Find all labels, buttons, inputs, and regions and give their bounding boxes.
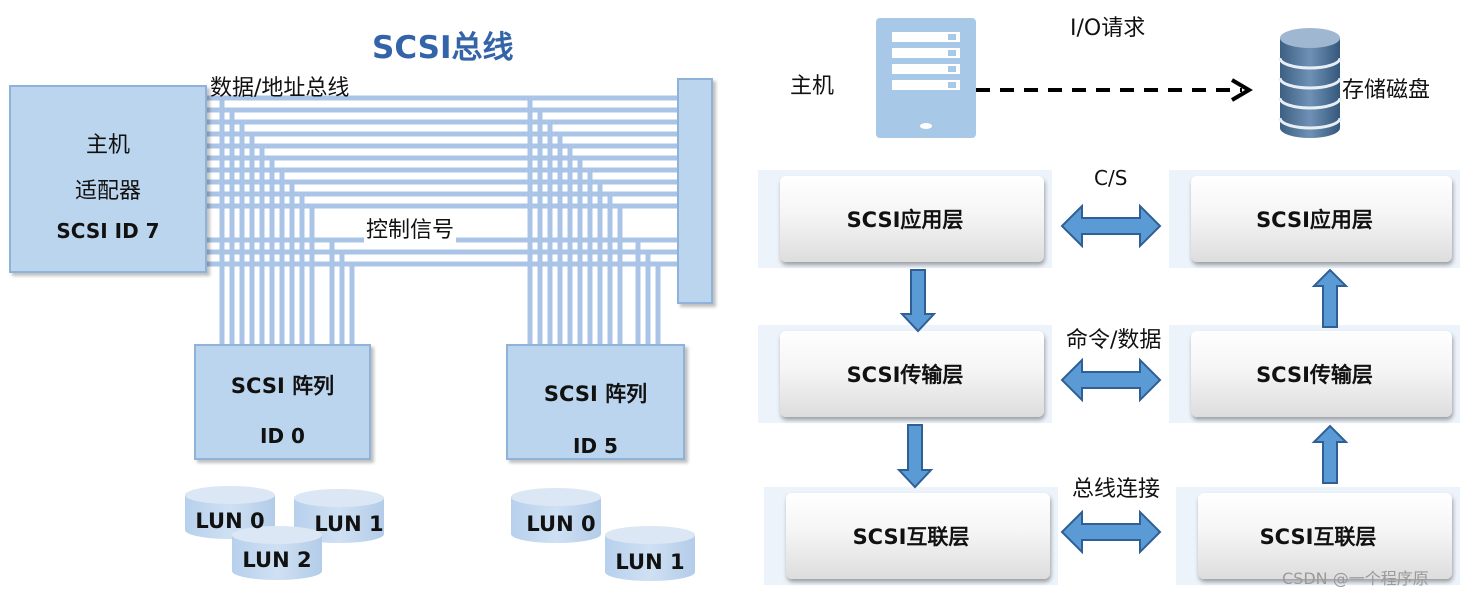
storage-disk-icon xyxy=(1278,28,1342,138)
io-request-label: I/O请求 xyxy=(1070,16,1146,41)
layer-label: SCSI应用层 xyxy=(846,208,964,232)
server-icon xyxy=(876,18,976,138)
layer-label: SCSI互联层 xyxy=(1259,525,1377,549)
lun-label: LUN 0 xyxy=(526,512,596,536)
array-2-name: SCSI 阵列 xyxy=(543,382,648,406)
array-2-id: ID 5 xyxy=(573,434,618,458)
watermark: CSDN @一个程序原 xyxy=(1282,569,1429,588)
double-arrow-icon xyxy=(1060,203,1162,249)
target-transport-layer: SCSI传输层 xyxy=(1169,325,1460,423)
command-data-label: 命令/数据 xyxy=(1066,328,1162,353)
scsi-array-1: SCSI 阵列 ID 0 xyxy=(194,344,371,460)
io-request-arrow xyxy=(976,78,1253,102)
layer-label: SCSI应用层 xyxy=(1256,208,1373,232)
bus-title: SCSI总线 xyxy=(372,30,514,66)
target-application-layer: SCSI应用层 xyxy=(1169,170,1460,268)
layer-label: SCSI互联层 xyxy=(852,525,970,549)
scsi-id-7-label: SCSI ID 7 xyxy=(56,219,160,243)
control-signal-label: 控制信号 xyxy=(364,212,457,244)
bus-connection-label: 总线连接 xyxy=(1072,477,1161,502)
initiator-application-layer: SCSI应用层 xyxy=(758,170,1052,268)
lun-label: LUN 1 xyxy=(615,550,685,574)
lun-label: LUN 2 xyxy=(242,548,312,572)
bus-terminator xyxy=(677,78,713,304)
up-arrow-icon xyxy=(1311,424,1349,484)
array-1-name: SCSI 阵列 xyxy=(230,374,335,398)
data-bus-label: 数据/地址总线 xyxy=(210,76,350,101)
lun-label: LUN 0 xyxy=(195,509,265,533)
cs-label: C/S xyxy=(1094,166,1128,190)
adapter-label: 适配器 xyxy=(74,179,141,204)
storage-disk-label: 存储磁盘 xyxy=(1342,78,1431,103)
double-arrow-icon xyxy=(1060,357,1162,403)
target-interconnect-layer: SCSI互联层 xyxy=(1176,487,1460,585)
array-1-id: ID 0 xyxy=(260,424,305,448)
host-label: 主机 xyxy=(790,74,835,99)
initiator-transport-layer: SCSI传输层 xyxy=(758,325,1052,423)
double-arrow-icon xyxy=(1060,509,1162,555)
initiator-interconnect-layer: SCSI互联层 xyxy=(764,487,1058,585)
layer-label: SCSI传输层 xyxy=(846,363,964,387)
lun-label: LUN 1 xyxy=(314,512,384,536)
down-arrow-icon xyxy=(899,269,937,333)
layer-arrows xyxy=(896,203,1349,555)
scsi-array-2: SCSI 阵列 ID 5 xyxy=(506,344,685,460)
host-adapter: 主机 适配器 SCSI ID 7 xyxy=(9,85,207,273)
up-arrow-icon xyxy=(1311,268,1349,328)
host-adapter-label: 主机 xyxy=(85,133,130,158)
down-arrow-icon xyxy=(896,424,934,489)
layer-label: SCSI传输层 xyxy=(1256,363,1373,387)
